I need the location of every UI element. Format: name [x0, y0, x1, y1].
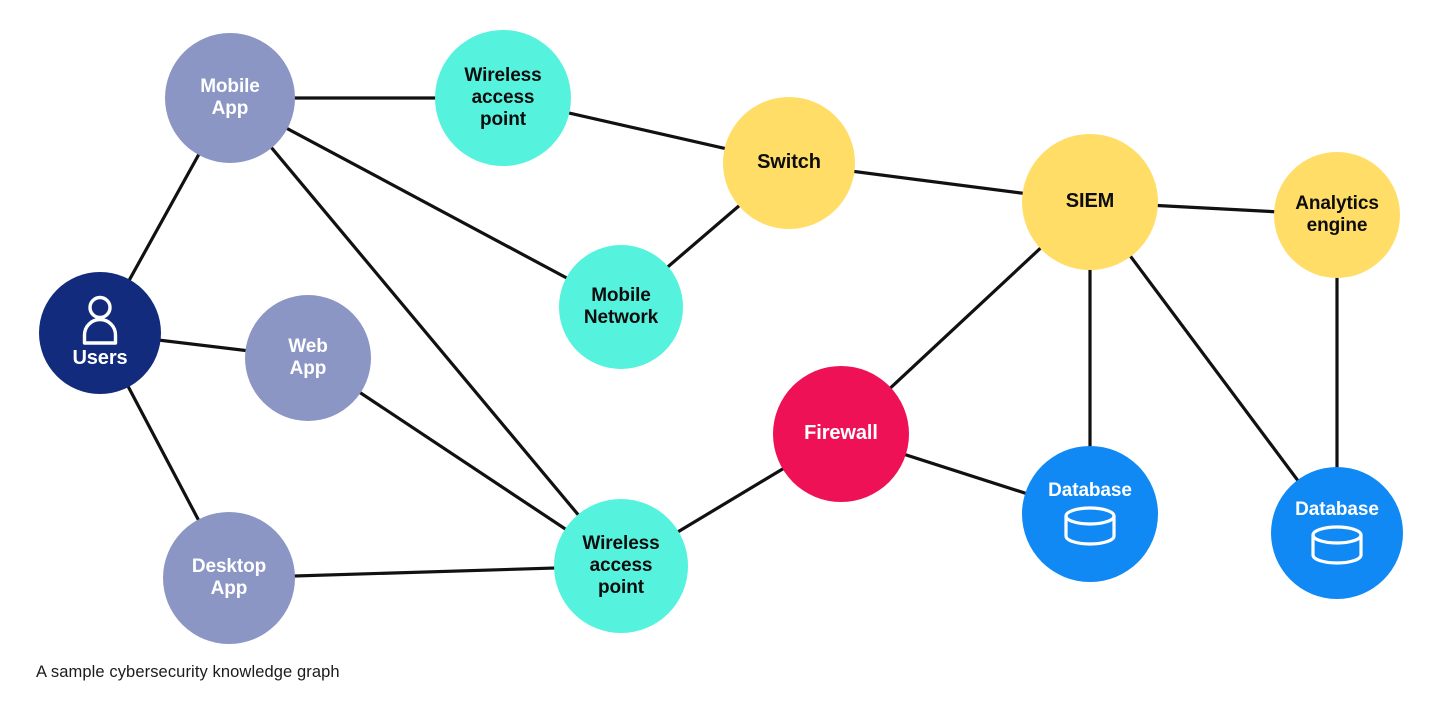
graph-node-label-desktop-app: Desktop App — [191, 555, 267, 599]
person-icon — [79, 295, 121, 346]
graph-node-analytics-engine[interactable]: Analytics engine — [1274, 152, 1400, 278]
graph-node-label-database-left: Database — [1048, 480, 1132, 502]
graph-node-label-mobile-app: Mobile App — [200, 75, 260, 119]
graph-node-web-app[interactable]: Web App — [245, 295, 371, 421]
graph-edge-siem-to-database-right — [1088, 201, 1339, 534]
graph-node-label-analytics-engine: Analytics engine — [1295, 192, 1379, 236]
graph-node-wireless-access-point-top[interactable]: Wireless access point — [435, 30, 571, 166]
graph-node-label-firewall: Firewall — [804, 422, 878, 445]
graph-node-wireless-access-point-bottom[interactable]: Wireless access point — [554, 499, 688, 633]
graph-edge-mobile-app-to-wireless-access-point-bottom — [228, 96, 623, 568]
diagram-caption: A sample cybersecurity knowledge graph — [36, 663, 340, 681]
graph-node-desktop-app[interactable]: Desktop App — [163, 512, 295, 644]
database-cylinder-icon — [1062, 505, 1118, 548]
database-cylinder-icon — [1309, 524, 1365, 567]
graph-node-label-users: Users — [72, 347, 128, 370]
graph-node-label-web-app: Web App — [288, 335, 328, 379]
graph-node-mobile-app[interactable]: Mobile App — [165, 33, 295, 163]
graph-node-database-left[interactable]: Database — [1022, 446, 1158, 582]
graph-node-siem[interactable]: SIEM — [1022, 134, 1158, 270]
graph-node-label-wireless-access-point-top: Wireless access point — [464, 64, 542, 131]
graph-node-users[interactable]: Users — [39, 272, 161, 394]
graph-node-label-database-right: Database — [1295, 499, 1379, 521]
graph-node-label-switch: Switch — [757, 151, 821, 174]
graph-node-switch[interactable]: Switch — [723, 97, 855, 229]
graph-node-label-wireless-access-point-bottom: Wireless access point — [582, 532, 660, 599]
graph-node-database-right[interactable]: Database — [1271, 467, 1403, 599]
graph-node-mobile-network[interactable]: Mobile Network — [559, 245, 683, 369]
graph-node-label-siem: SIEM — [1065, 190, 1115, 213]
graph-node-firewall[interactable]: Firewall — [773, 366, 909, 502]
graph-node-label-mobile-network: Mobile Network — [583, 284, 659, 328]
graph-edge-mobile-app-to-mobile-network — [229, 96, 622, 309]
